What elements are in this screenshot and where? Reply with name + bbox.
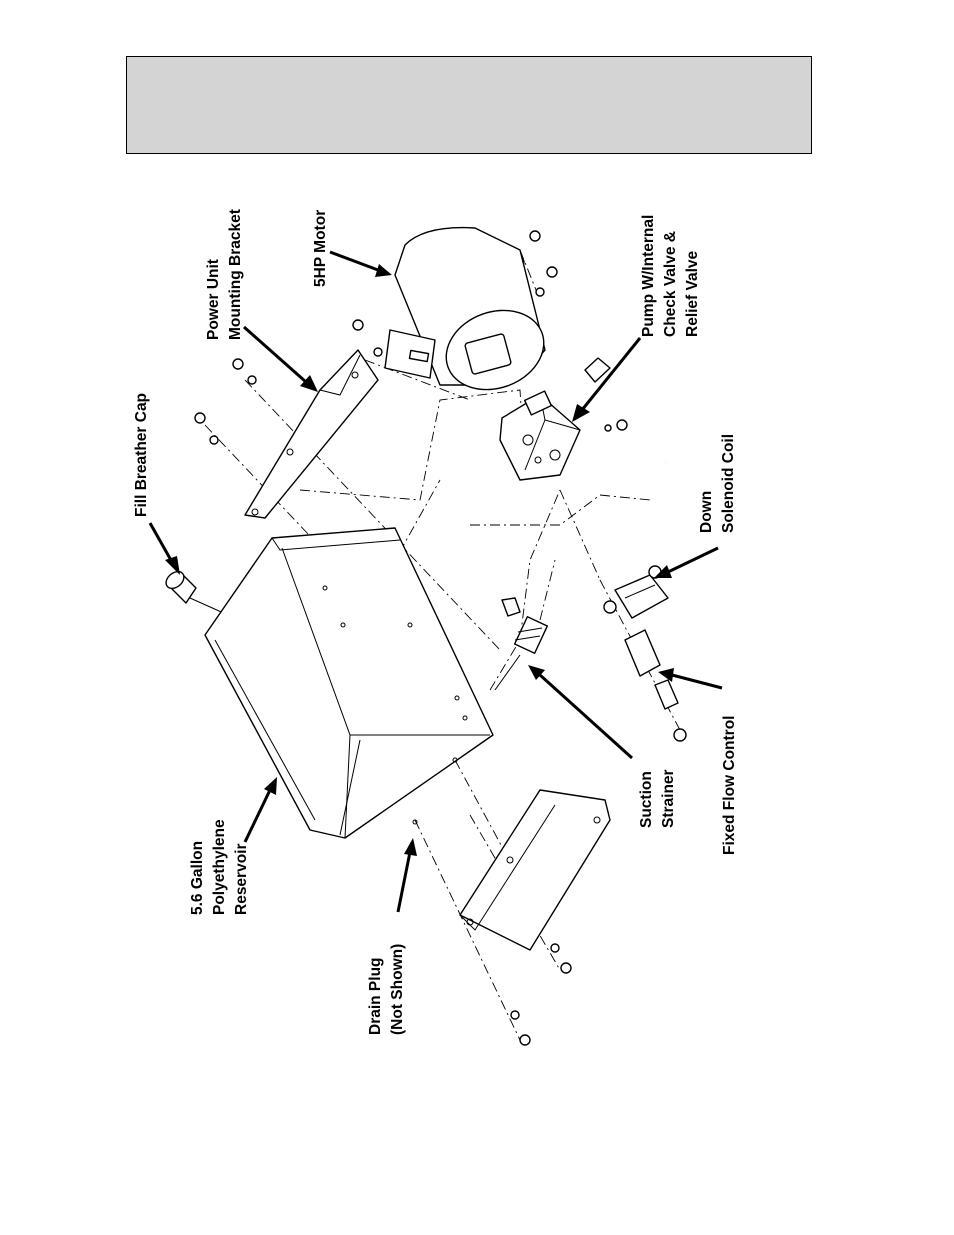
label-drain-line1: Drain Plug [367,957,384,1035]
hoses [463,357,688,617]
label-motor: 5HP Motor [312,210,329,287]
label-power-unit-bracket-line1: Power Unit [205,259,222,340]
label-reservoir-line1: 5.6 Gallon [189,841,206,915]
mounting-bracket-top [244,349,379,519]
label-fill-breather-cap: Fill Breather Cap [133,393,150,517]
label-suction-line2: Strainer [660,769,677,828]
fixed-flow-control [624,629,687,742]
labels: Fill Breather Cap Power Unit Mounting Br… [133,209,738,1035]
label-power-unit-bracket-line2: Mounting Bracket [227,209,244,340]
label-pump-line3: Relief Valve [684,250,701,337]
motor [384,226,546,391]
label-pump-line1: Pump W/Internal [640,215,657,337]
reservoir [204,527,494,839]
mounting-bracket-bottom [459,789,611,951]
suction-strainer [494,616,549,691]
label-suction-line1: Suction [638,771,655,828]
label-down-coil-line2: Solenoid Coil [720,434,737,533]
fill-breather-cap [165,570,229,616]
label-fixed-flow-control: Fixed Flow Control [721,716,738,856]
label-drain-line2: (Not Shown) [389,944,406,1035]
leader-arrows [148,250,723,913]
pump [499,390,581,481]
label-pump-line2: Check Valve & [662,231,679,337]
down-solenoid-coil [603,565,669,619]
label-down-coil-line1: Down [698,491,715,533]
header-box [126,56,812,154]
label-reservoir-line2: Polyethylene [211,819,228,915]
fasteners [194,230,628,1046]
label-reservoir-line3: Reservoir [233,843,250,915]
